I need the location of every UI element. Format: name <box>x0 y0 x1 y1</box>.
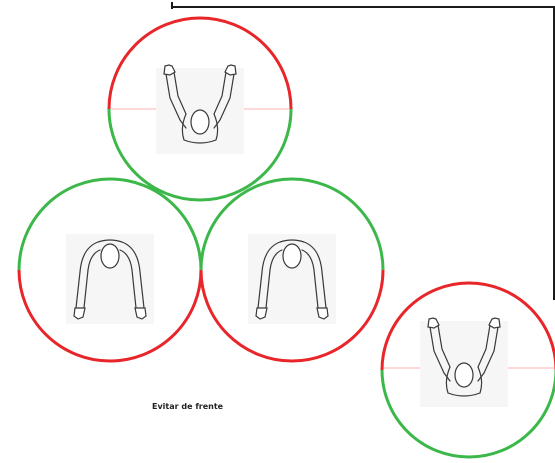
circle-left <box>19 179 201 361</box>
circle-right <box>382 283 555 457</box>
person-arms-raised-icon <box>420 318 508 407</box>
circle-top <box>109 18 291 200</box>
person-arms-down-icon <box>66 234 154 324</box>
caption-text: Evitar de frente <box>152 402 224 411</box>
person-arms-down-icon <box>248 234 336 324</box>
person-arms-raised-icon <box>156 65 244 154</box>
circle-middle <box>201 179 383 361</box>
